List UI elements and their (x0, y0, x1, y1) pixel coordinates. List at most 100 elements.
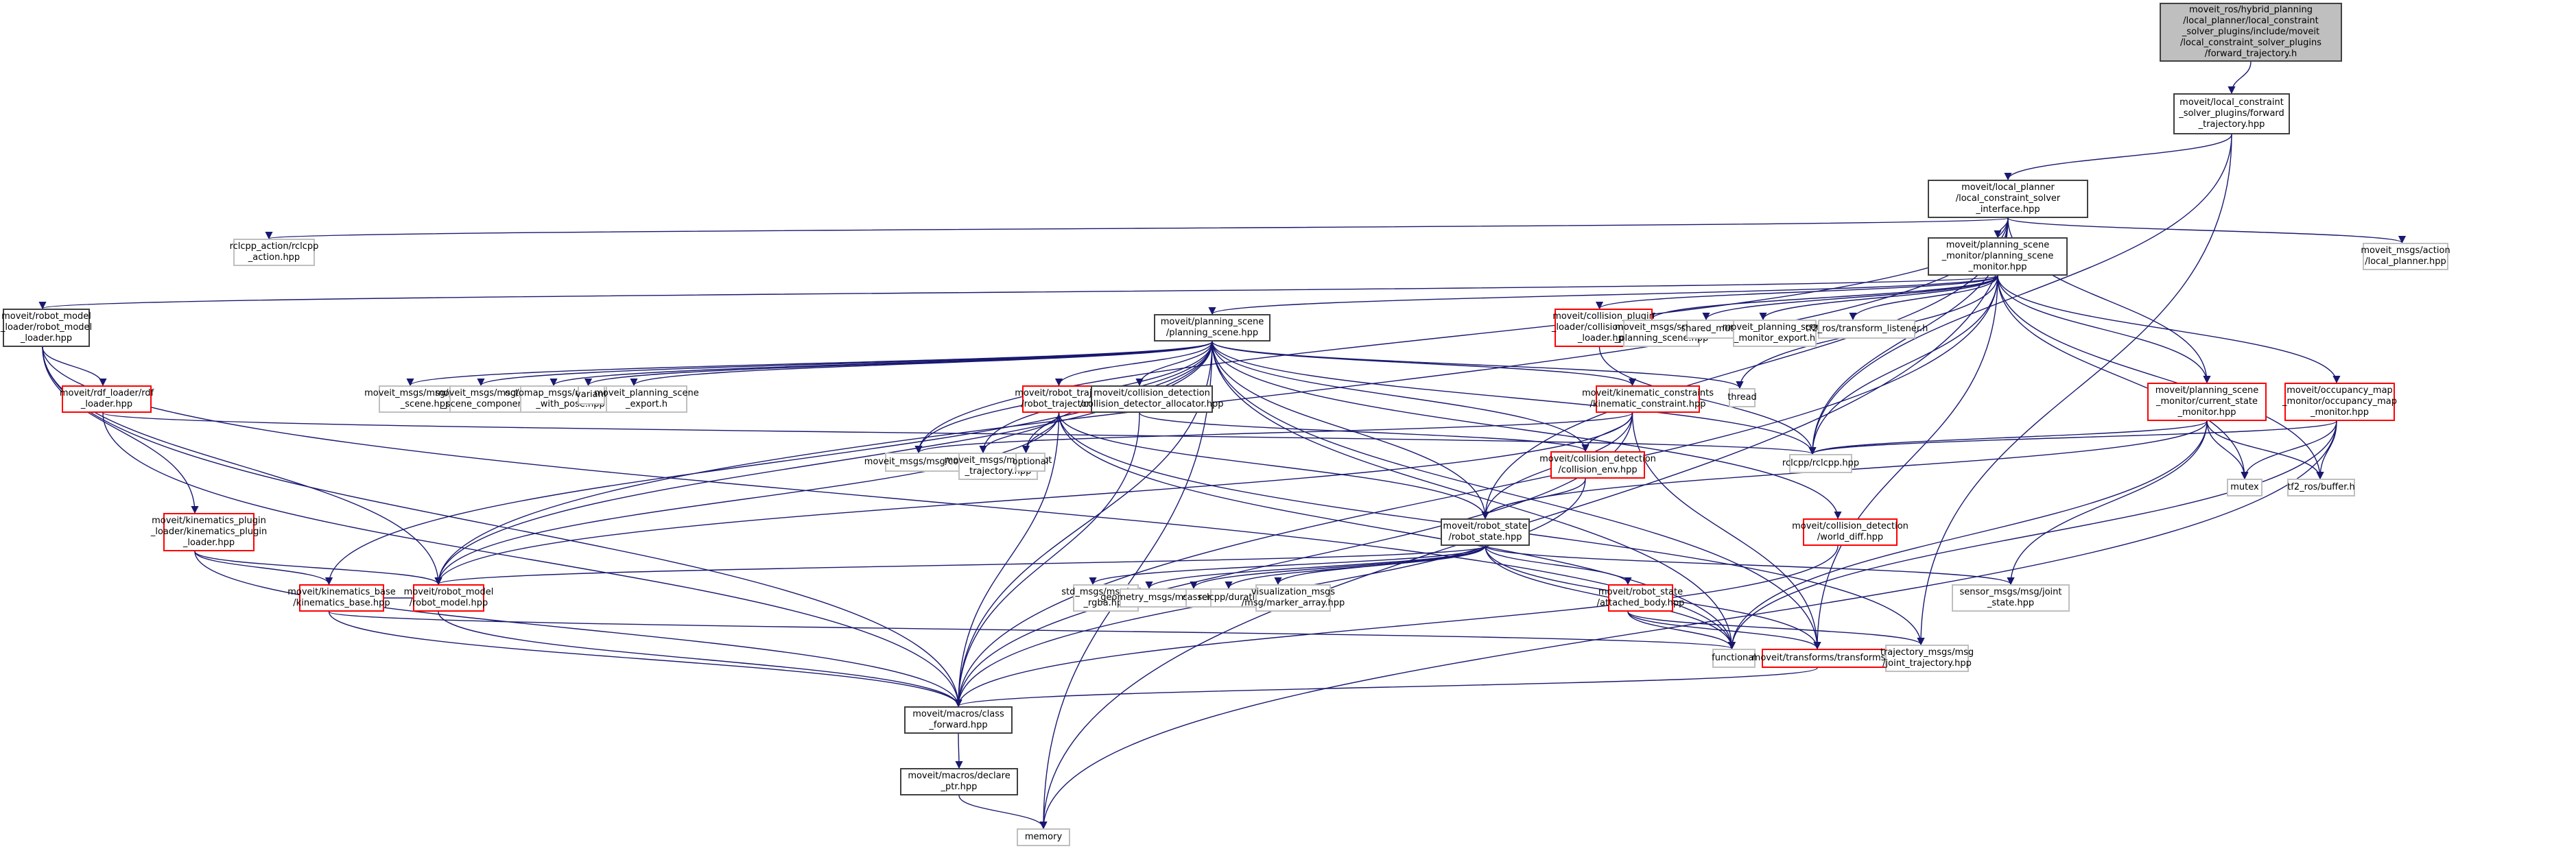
edge-omm-to-rclcpp (1808, 420, 2337, 455)
edge-rml-to-cf (42, 346, 962, 708)
edge-ps-to-rm (434, 341, 1213, 586)
edge-cda-to-cenv (1139, 412, 1590, 453)
graph-node-kb[interactable]: moveit/kinematics_base /kinematics_base.… (287, 584, 396, 612)
edge-kc-to-transforms (1631, 412, 1821, 650)
graph-node-rm[interactable]: moveit/robot_model /robot_model.hpp (404, 584, 493, 612)
edge-rml-to-kpl (42, 346, 199, 514)
edge-psm-to-cpl (1596, 275, 1998, 310)
graph-node-cda[interactable]: moveit/collision_detection /collision_de… (1080, 385, 1224, 413)
edge-fwd-to-jt (1917, 134, 2232, 646)
graph-node-lp-action: moveit_msgs/action /local_planner.hpp (2361, 243, 2450, 270)
edge-kc-to-constraints (914, 412, 1633, 454)
edge-rt-to-rs (1058, 412, 1489, 520)
edge-rt-to-cf (954, 412, 1060, 708)
graph-node-tf-listener: tf2_ros/transform_listener.h (1806, 320, 1928, 339)
edge-ps-to-transforms (1212, 341, 1821, 650)
edge-kc-to-rm (434, 412, 1633, 586)
edge-lcsi-to-rm (434, 217, 2009, 586)
edge-rs-to-rm (434, 545, 1486, 586)
graph-node-omm[interactable]: moveit/occupancy_map _monitor/occupancy_… (2282, 383, 2397, 421)
edge-kpl-to-rm (194, 551, 442, 586)
edge-transforms-to-cf (954, 667, 1818, 708)
graph-node-wd[interactable]: moveit/collision_detection /world_diff.h… (1792, 518, 1909, 546)
edge-cda-to-cf (954, 412, 1140, 708)
edge-psm-to-tf_buffer (1997, 275, 2324, 480)
graph-node-csm[interactable]: moveit/planning_scene _monitor/current_s… (2147, 383, 2267, 421)
graph-node-rml[interactable]: moveit/robot_model _loader/robot_model _… (1, 309, 92, 347)
edge-ps-to-msg_psc (477, 341, 1213, 387)
edge-cenv-to-rs (1481, 478, 1586, 520)
graph-node-rdf[interactable]: moveit/rdf_loader/rdf _loader.hpp (60, 385, 154, 413)
edge-ps-to-variant (584, 341, 1213, 387)
graph-node-lcsi[interactable]: moveit/local_planner /local_constraint_s… (1928, 180, 2088, 218)
edge-rs-to-ab (1485, 545, 1632, 586)
edge-omm-to-mutex (2241, 420, 2337, 480)
edge-psm-to-omm (1997, 275, 2341, 384)
graph-node-kc[interactable]: moveit/kinematic_constraints /kinematic_… (1582, 385, 1714, 413)
graph-node-psm[interactable]: moveit/planning_scene _monitor/planning_… (1928, 237, 2068, 276)
edge-ps-to-rt (1054, 341, 1213, 387)
edge-omm-to-memory (1039, 420, 2337, 830)
edge-ps-to-rs (1212, 341, 1489, 520)
graph-node-fwd[interactable]: moveit/local_constraint _solver_plugins/… (2173, 93, 2290, 134)
edge-ps-to-rclcpp (1212, 341, 1817, 455)
graph-node-rs[interactable]: moveit/robot_state /robot_state.hpp (1441, 518, 1530, 546)
edge-ps-to-functional (1212, 341, 1736, 650)
edge-ps-to-kc (1212, 341, 1636, 387)
graph-node-mutex: mutex (2227, 479, 2262, 496)
edge-kpl-to-kb (194, 551, 333, 586)
edge-kc-to-cf (954, 412, 1633, 708)
graph-node-ab[interactable]: moveit/robot_state /attached_body.hpp (1597, 584, 1684, 612)
edge-csm-to-joint_state (2007, 420, 2208, 586)
edge-lcsi-to-lp_action (2007, 217, 2406, 244)
graph-node-jt: trajectory_msgs/msg /joint_trajectory.hp… (1880, 645, 1974, 672)
edge-rdf-to-cf (102, 412, 962, 708)
edge-ab-to-jt (1627, 611, 1925, 646)
edge-rt-to-rm (434, 412, 1060, 586)
edge-psm-to-gps (1648, 275, 1998, 321)
graph-node-kpl[interactable]: moveit/kinematics_plugin _loader/kinemat… (151, 513, 267, 551)
graph-node-rclcpp: rclcpp/rclcpp.hpp (1782, 454, 1859, 473)
edge-psm-to-tf_listener (1849, 275, 1998, 321)
graph-node-psm-export: moveit_planning_scene _monitor_export.h (1723, 320, 1827, 347)
edge-ps-to-wd (1212, 341, 1842, 520)
graph-node-ps-export: moveit_planning_scene _export.h (594, 385, 699, 413)
edge-psm-to-ps (1208, 275, 1998, 315)
edge-ps-to-msg_ps (406, 341, 1213, 387)
edge-cf-to-dp (955, 733, 963, 769)
edge-ab-to-transforms (1627, 611, 1821, 650)
edge-root-to-fwd (2228, 61, 2252, 95)
edge-ps-to-ps_export (630, 341, 1213, 387)
graph-node-tf-buffer: tf2_ros/buffer.h (2287, 479, 2355, 496)
edge-rm-to-cf (438, 611, 962, 708)
edge-rt-to-msg_rt (979, 412, 1060, 454)
edge-psm-to-rclcpp (1808, 275, 1998, 455)
edge-csm-to-tf_buffer (2206, 420, 2324, 480)
graph-node-joint-state: sensor_msgs/msg/joint _state.hpp (1952, 584, 2070, 612)
graph-node-cf[interactable]: moveit/macros/class _forward.hpp (904, 706, 1013, 734)
edge-rdf-to-rclcpp (102, 412, 1816, 455)
edge-psm-to-psm_export (1759, 275, 1998, 321)
edge-fwd-to-rclcpp (1808, 134, 2232, 455)
graph-node-transforms[interactable]: moveit/transforms/transforms.hpp (1752, 649, 1905, 668)
edge-omm-to-functional (1727, 420, 2337, 650)
edge-psm-to-mutex (1997, 275, 2249, 480)
edge-wd-to-cf (954, 545, 1839, 708)
edge-dp-to-memory (958, 795, 1048, 830)
edge-ps-to-thread (1212, 341, 1744, 389)
edge-lcsi-to-rclcpp_action (266, 217, 2009, 240)
graph-node-variant: variant (576, 385, 607, 405)
edge-psm-to-rml (39, 275, 1998, 310)
edge-rs-to-marker (1274, 545, 1486, 586)
edge-rs-to-color (1089, 545, 1486, 586)
graph-node-optional: optional (1013, 453, 1048, 472)
graph-node-dp[interactable]: moveit/macros/declare _ptr.hpp (900, 768, 1018, 795)
graph-node-shared-mutex: shared_mutex (1681, 320, 1745, 339)
edge-psm-to-csm (1997, 275, 2211, 384)
graph-node-memory: memory (1017, 828, 1070, 846)
graph-node-root[interactable]: moveit_ros/hybrid_planning /local_planne… (2160, 3, 2342, 62)
edge-rml-to-rdf (42, 346, 107, 387)
graph-node-ps[interactable]: moveit/planning_scene /planning_scene.hp… (1154, 314, 1271, 341)
graph-node-cenv[interactable]: moveit/collision_detection /collision_en… (1539, 451, 1656, 479)
edge-ps-to-cenv (1212, 341, 1590, 453)
